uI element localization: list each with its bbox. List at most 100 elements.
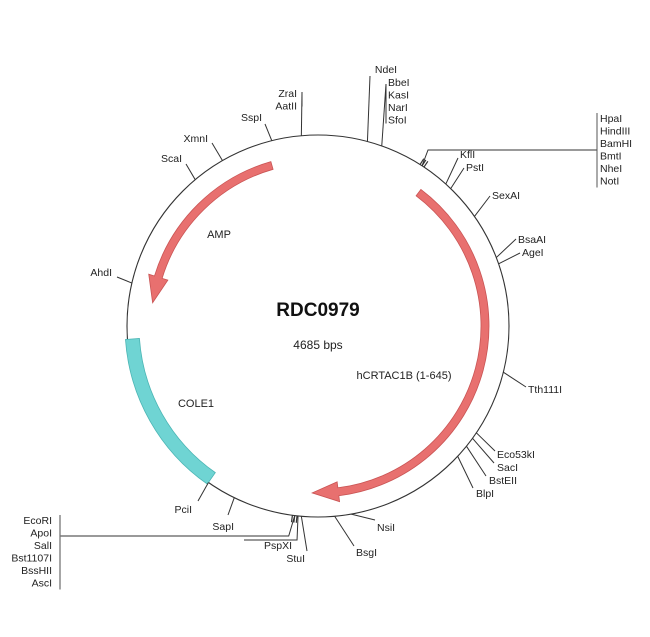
- site-bsaai[interactable]: BsaAI: [495, 234, 546, 258]
- site-scai[interactable]: ScaI: [161, 153, 196, 180]
- feature-label-hcrtac1b: hCRTAC1B (1-645): [357, 370, 452, 382]
- site-leader-line: [421, 149, 597, 166]
- site-sspi[interactable]: SspI: [241, 112, 273, 141]
- site-tick: [295, 515, 298, 523]
- site-label: NotI: [600, 176, 619, 188]
- site-blpi[interactable]: BlpI: [457, 456, 494, 500]
- site-label: KflI: [460, 149, 475, 161]
- site-label: BssHII: [21, 565, 52, 577]
- site-label: ScaI: [161, 153, 182, 165]
- site-leader-line: [334, 516, 355, 547]
- site-leader-line: [227, 497, 235, 516]
- site-label: NsiI: [377, 522, 395, 534]
- feature-label-cole1: COLE1: [178, 398, 214, 410]
- site-label: SalI: [34, 540, 52, 552]
- site-label: SspI: [241, 112, 262, 124]
- site-tick: [423, 160, 429, 168]
- site-pspxi[interactable]: PspXI: [244, 515, 299, 552]
- site-label: AatII: [275, 101, 297, 113]
- site-label: AhdI: [90, 267, 112, 279]
- site-leader-line: [366, 75, 371, 142]
- site-stui[interactable]: StuI: [286, 516, 308, 565]
- site-label: SacI: [497, 462, 518, 474]
- site-leader-line: [197, 482, 209, 502]
- site-leader-line: [185, 163, 196, 180]
- site-leader-line: [466, 445, 487, 477]
- site-label: BmtI: [600, 151, 622, 163]
- site-leader-line: [244, 515, 299, 541]
- site-ndei[interactable]: NdeI: [366, 64, 397, 142]
- site-label: PspXI: [264, 540, 292, 552]
- site-label: BlpI: [476, 488, 494, 500]
- site-bsgi[interactable]: BsgI: [334, 516, 377, 559]
- site-label: BbeI: [388, 77, 410, 89]
- site-eco53ki[interactable]: Eco53kI: [475, 432, 535, 461]
- site-sexai[interactable]: SexAI: [474, 190, 520, 217]
- site-label: KasI: [388, 90, 409, 102]
- origin-block-cole1: [125, 338, 216, 485]
- site-leader-line: [264, 123, 273, 141]
- site-leader-line: [474, 195, 491, 217]
- site-leader-line: [498, 252, 521, 265]
- site-label: HindIII: [600, 126, 630, 138]
- site-xmni[interactable]: XmnI: [183, 133, 223, 161]
- site-label: BstEII: [489, 475, 517, 487]
- site-label: XmnI: [183, 133, 208, 145]
- site-label: Tth111I: [528, 384, 562, 396]
- site-label: EcoRI: [23, 515, 52, 527]
- site-tick: [290, 515, 294, 523]
- site-leader-line: [351, 513, 376, 521]
- site-label: BamHI: [600, 138, 632, 150]
- feature-label-amp: AMP: [207, 229, 231, 241]
- site-leader-line: [495, 238, 517, 258]
- site-label: ZraI: [278, 88, 297, 100]
- site-label: NheI: [600, 163, 622, 175]
- site-tth111i[interactable]: Tth111I: [503, 371, 562, 396]
- site-saci[interactable]: SacI: [472, 437, 518, 474]
- site-tick: [421, 159, 427, 167]
- plasmid-length: 4685 bps: [293, 338, 342, 352]
- site-leader-line: [211, 142, 223, 161]
- site-leader-line: [503, 371, 527, 388]
- site-tick: [293, 515, 296, 523]
- site-leader-line: [116, 276, 133, 284]
- site-leader-line: [381, 83, 387, 146]
- site-label: PciI: [174, 504, 192, 516]
- site-kfli[interactable]: KflI: [445, 149, 475, 185]
- site-label: ApoI: [30, 528, 52, 540]
- site-agei[interactable]: AgeI: [498, 247, 544, 265]
- site-psti[interactable]: PstI: [450, 162, 484, 189]
- site-leader-line: [60, 515, 296, 537]
- site-leader-line: [475, 432, 496, 452]
- site-leader-line: [457, 456, 474, 489]
- site-pcii[interactable]: PciI: [174, 482, 209, 516]
- site-label: BsaAI: [518, 234, 546, 246]
- site-leader-line: [450, 167, 465, 189]
- site-label: BsgI: [356, 547, 377, 559]
- site-leader-line: [300, 516, 308, 552]
- site-label: SfoI: [388, 115, 407, 127]
- site-label: AscI: [32, 578, 52, 590]
- site-bsteii[interactable]: BstEII: [466, 445, 517, 487]
- site-sapi[interactable]: SapI: [212, 497, 235, 533]
- gene-arrow-hcrtac1b-1-645: [311, 188, 490, 503]
- plasmid-backbone: [126, 134, 510, 518]
- site-ahdi[interactable]: AhdI: [90, 267, 133, 284]
- site-label: AgeI: [522, 247, 544, 259]
- features-layer: [125, 161, 490, 503]
- site-label: NarI: [388, 102, 408, 114]
- site-leader-line: [472, 437, 495, 464]
- site-label: NdeI: [375, 64, 397, 76]
- plasmid-name: RDC0979: [276, 300, 359, 321]
- site-nsii[interactable]: NsiI: [351, 513, 395, 534]
- site-label: StuI: [286, 553, 305, 565]
- site-label: Bst1107I: [11, 553, 52, 565]
- site-label: HpaI: [600, 113, 622, 125]
- site-label: Eco53kI: [497, 449, 535, 461]
